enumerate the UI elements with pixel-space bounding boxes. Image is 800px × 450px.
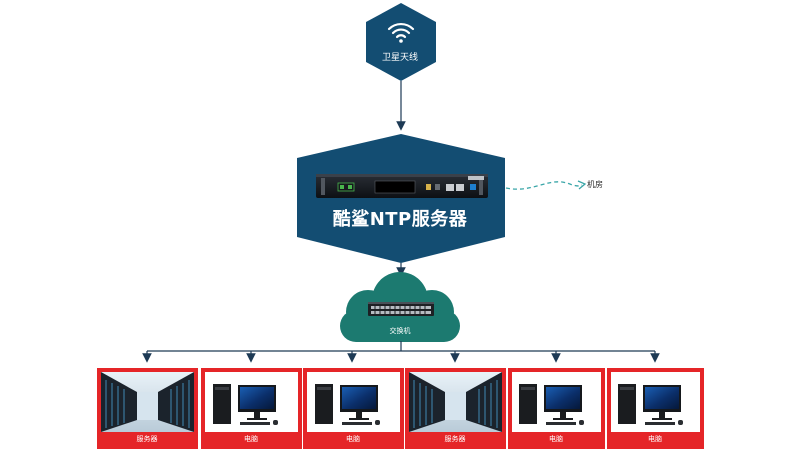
server-room-label: 机房 [587,180,603,189]
distribution-bus [142,341,660,363]
device-label-1: 服务器 [136,435,158,443]
server-room-link [505,181,583,190]
device-card-5 [508,368,605,449]
ntp-server-device [316,174,488,198]
device-card-2 [201,368,302,449]
device-label-5: 电脑 [549,435,563,443]
switch-label: 交换机 [389,327,411,335]
device-card-6 [607,368,704,449]
device-card-3 [303,368,404,449]
device-card-1 [97,368,198,449]
device-row [97,368,704,449]
server-room-link-arrowhead [577,180,587,190]
ntp-server-label: 酷鲨NTP服务器 [332,209,468,230]
device-label-6: 电脑 [648,435,662,443]
device-label-3: 电脑 [346,435,360,443]
switch-device [368,302,434,316]
antenna-label: 卫星天线 [381,53,418,63]
device-label-2: 电脑 [244,435,258,443]
device-label-4: 服务器 [444,435,466,443]
ntp-server-hexagon [297,134,505,263]
device-card-4 [405,368,506,449]
wifi-icon [387,22,415,43]
